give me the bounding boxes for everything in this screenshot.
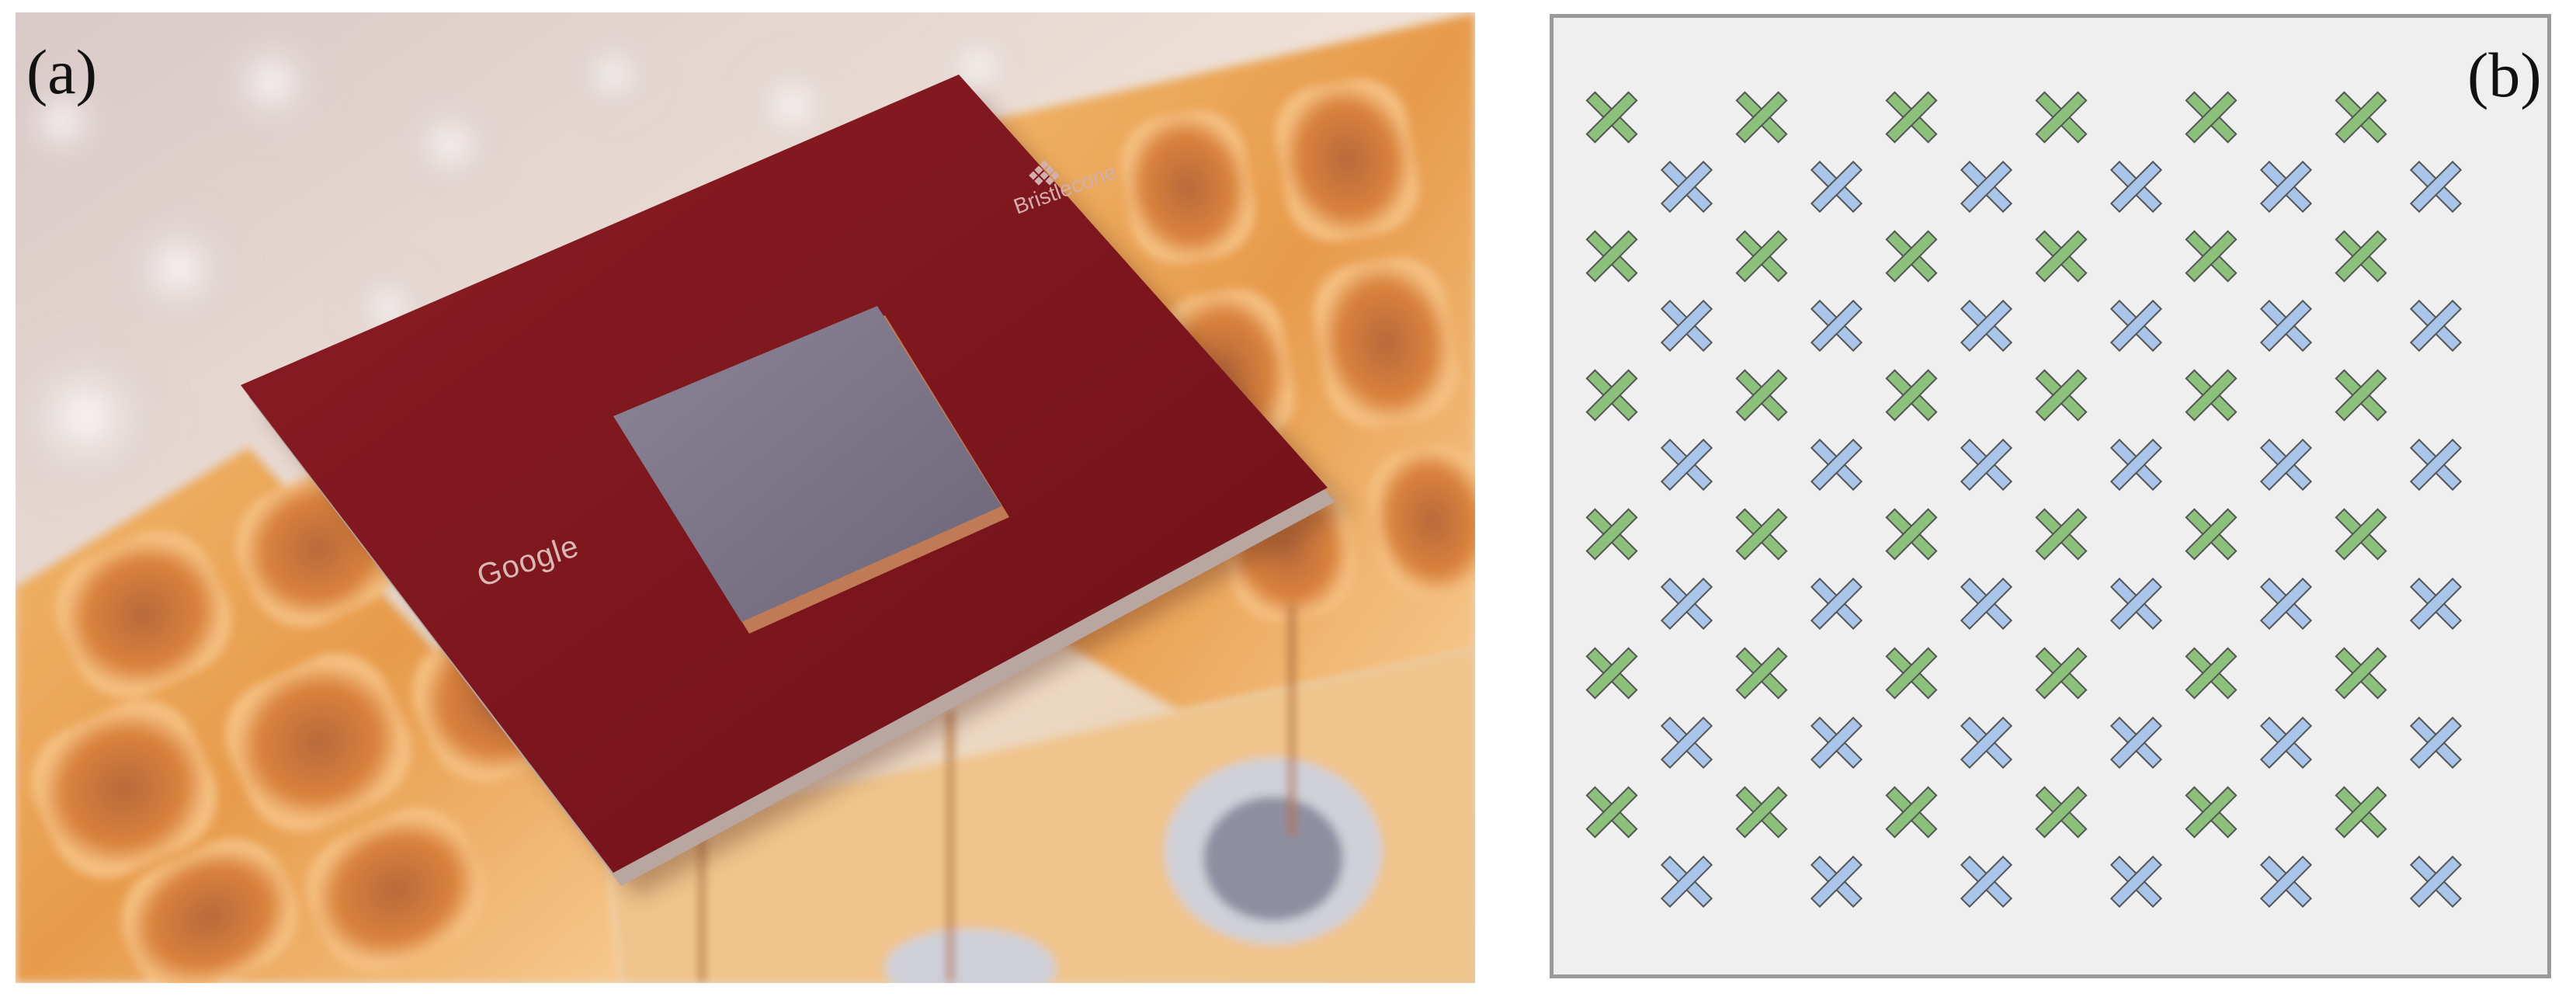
qubit-green-2-3 <box>2035 369 2088 422</box>
qubit-blue-2-3 <box>2109 438 2163 492</box>
qubit-blue-5-4 <box>2259 855 2313 908</box>
qubit-grid-diagram <box>1550 14 2551 978</box>
qubit-green-3-0 <box>1585 508 1638 561</box>
qubit-blue-2-4 <box>2259 438 2313 492</box>
qubit-green-2-5 <box>2335 369 2387 422</box>
qubit-blue-4-5 <box>2409 716 2463 769</box>
qubit-blue-2-5 <box>2409 438 2463 492</box>
qubit-green-5-2 <box>1885 786 1938 839</box>
qubit-green-5-0 <box>1585 786 1638 839</box>
qubit-green-3-4 <box>2185 508 2238 561</box>
qubit-blue-3-2 <box>1960 577 2013 631</box>
panel-a-label: (a) <box>26 36 98 107</box>
qubit-green-1-1 <box>1735 230 1788 283</box>
qubit-blue-4-2 <box>1960 716 2013 769</box>
qubit-green-3-2 <box>1885 508 1938 561</box>
qubit-blue-1-3 <box>2109 299 2163 353</box>
qubit-blue-1-4 <box>2259 299 2313 353</box>
qubit-blue-1-0 <box>1660 299 1713 353</box>
qubit-blue-4-1 <box>1810 716 1863 769</box>
qubit-blue-3-1 <box>1810 577 1863 631</box>
qubit-green-1-3 <box>2035 230 2088 283</box>
qubit-blue-0-0 <box>1660 160 1713 214</box>
qubit-blue-2-2 <box>1960 438 2013 492</box>
qubit-green-5-4 <box>2185 786 2238 839</box>
qubit-green-0-5 <box>2335 91 2387 144</box>
qubit-grid <box>1585 91 2463 908</box>
qubit-blue-4-3 <box>2109 716 2163 769</box>
qubit-blue-3-4 <box>2259 577 2313 631</box>
qubit-green-1-0 <box>1585 230 1638 283</box>
qubit-green-0-3 <box>2035 91 2088 144</box>
qubit-green-4-1 <box>1735 647 1788 700</box>
qubit-green-4-4 <box>2185 647 2238 700</box>
qubit-blue-1-2 <box>1960 299 2013 353</box>
qubit-green-1-4 <box>2185 230 2238 283</box>
qubit-blue-1-5 <box>2409 299 2463 353</box>
qubit-green-5-5 <box>2335 786 2387 839</box>
qubit-blue-0-3 <box>2109 160 2163 214</box>
qubit-blue-3-5 <box>2409 577 2463 631</box>
qubit-blue-2-1 <box>1810 438 1863 492</box>
qubit-green-2-1 <box>1735 369 1788 422</box>
qubit-blue-2-0 <box>1660 438 1713 492</box>
qubit-blue-0-5 <box>2409 160 2463 214</box>
qubit-green-5-3 <box>2035 786 2088 839</box>
qubit-blue-0-4 <box>2259 160 2313 214</box>
qubit-green-4-0 <box>1585 647 1638 700</box>
qubit-green-0-4 <box>2185 91 2238 144</box>
qubit-blue-0-2 <box>1960 160 2013 214</box>
qubit-green-2-0 <box>1585 369 1638 422</box>
panel-b-label: (b) <box>2467 40 2542 110</box>
chip-photo: Google Bristlecone <box>16 12 1475 983</box>
qubit-green-4-5 <box>2335 647 2387 700</box>
qubit-green-4-3 <box>2035 647 2088 700</box>
qubit-blue-3-3 <box>2109 577 2163 631</box>
qubit-green-2-4 <box>2185 369 2238 422</box>
qubit-blue-4-4 <box>2259 716 2313 769</box>
qubit-green-5-1 <box>1735 786 1788 839</box>
qubit-green-3-5 <box>2335 508 2387 561</box>
qubit-blue-1-1 <box>1810 299 1863 353</box>
qubit-green-0-0 <box>1585 91 1638 144</box>
qubit-green-4-2 <box>1885 647 1938 700</box>
qubit-blue-5-0 <box>1660 855 1713 908</box>
qubit-green-1-5 <box>2335 230 2387 283</box>
qubit-green-3-1 <box>1735 508 1788 561</box>
qubit-green-1-2 <box>1885 230 1938 283</box>
qubit-green-2-2 <box>1885 369 1938 422</box>
qubit-green-0-2 <box>1885 91 1938 144</box>
qubit-blue-5-2 <box>1960 855 2013 908</box>
qubit-blue-0-1 <box>1810 160 1863 214</box>
qubit-blue-5-5 <box>2409 855 2463 908</box>
qubit-blue-5-1 <box>1810 855 1863 908</box>
qubit-blue-5-3 <box>2109 855 2163 908</box>
qubit-blue-3-0 <box>1660 577 1713 631</box>
qubit-green-3-3 <box>2035 508 2088 561</box>
qubit-blue-4-0 <box>1660 716 1713 769</box>
qubit-green-0-1 <box>1735 91 1788 144</box>
